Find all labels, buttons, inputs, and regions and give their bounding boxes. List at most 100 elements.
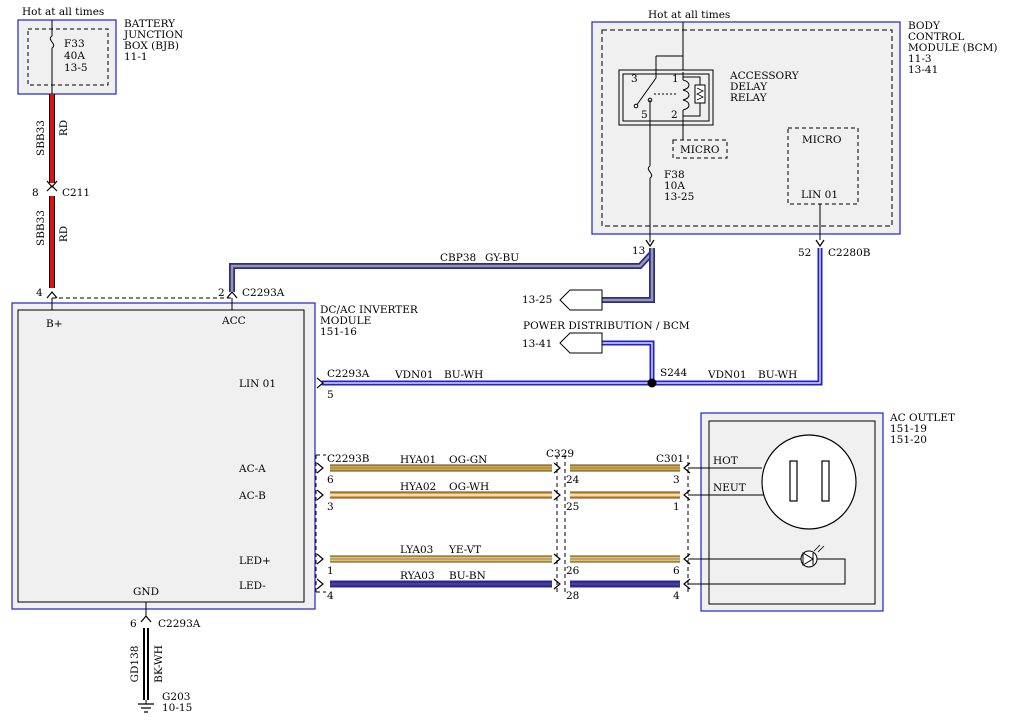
cbp38-circuit: CBP38 — [440, 252, 476, 264]
pin-ac-b: AC-B — [238, 490, 266, 502]
lin-connector-icon — [316, 377, 324, 389]
pin-gnd: GND — [133, 586, 159, 598]
bjb-title-1: BATTERY — [124, 18, 176, 30]
bjb-fuse-amp: 40A — [64, 50, 85, 62]
ground-ref: 10-15 — [162, 702, 192, 714]
relay-pin-1: 1 — [672, 73, 679, 85]
c2293a-b-plus-connector-icon — [46, 291, 58, 299]
relay-title-1: ACCESSORY — [729, 70, 800, 82]
inverter-title-1: DC/AC INVERTER — [320, 304, 419, 316]
wire-cbp38: CBP38 GY-BU 13-25 — [229, 248, 655, 311]
bcm-ref-1: 11-3 — [908, 53, 932, 65]
ground-pin: 6 — [130, 618, 137, 630]
bjb-title-2: JUNCTION — [123, 29, 183, 41]
outlet-slot-hot-icon — [789, 460, 798, 502]
bcm-title-2: CONTROL — [908, 31, 964, 43]
ref-1325: 13-25 — [522, 294, 552, 306]
vdn01-b-circuit: VDN01 — [707, 369, 747, 381]
ground-circuit: 6 C2293A GD138 BK-WH G203 10-15 — [129, 602, 201, 714]
ledp-pin-mid: 26 — [566, 565, 580, 577]
bcm-outer-box — [591, 21, 901, 235]
ledp-pin-left: 1 — [327, 565, 334, 577]
pin-acc: ACC — [221, 315, 246, 327]
lin-connector: C2293A — [327, 368, 370, 380]
battery-junction-box: Hot at all times F33 40A 13-5 BATTERY JU… — [17, 6, 183, 95]
outlet-hot: HOT — [713, 455, 738, 467]
acc-pin-num: 2 — [218, 287, 225, 299]
c2293a-b-plus-pin: 4 — [36, 287, 43, 299]
outlet-receptacle-icon — [761, 434, 857, 530]
relay-pin-2: 2 — [671, 109, 678, 121]
bjb-fuse-id: F33 — [64, 38, 85, 50]
bcm-title-3: MODULE (BCM) — [908, 42, 998, 54]
inverter-title-2: MODULE — [320, 315, 371, 327]
lya03-color: YE-VT — [448, 544, 481, 556]
fuse-f38-icon — [647, 165, 653, 179]
bcm-pin-13: 13 — [632, 245, 645, 257]
bcm-pin52-connector-icon — [815, 239, 825, 248]
s244-label: S244 — [660, 367, 688, 379]
rya03-circuit: RYA03 — [400, 570, 435, 582]
c329-connector-icons — [553, 462, 561, 590]
ac-outlet: AC OUTLET 151-19 151-20 HOT NEUT — [688, 412, 955, 612]
pin-led-minus: LED- — [239, 580, 266, 592]
bjb-fuse-ref: 13-5 — [64, 62, 88, 74]
aca-pin-left: 6 — [327, 474, 334, 486]
bcm-fuse-ref: 13-25 — [664, 191, 694, 203]
ref-1341-arrow-icon — [559, 332, 603, 354]
ground-connector: C2293A — [158, 618, 201, 630]
s244-splice-icon — [647, 378, 657, 388]
pin-ac-a: AC-A — [238, 463, 266, 475]
micro-1: MICRO — [680, 144, 720, 156]
micro-box-2 — [787, 127, 859, 205]
ref-1341: 13-41 — [522, 338, 552, 350]
c2293b-label: C2293B — [327, 453, 370, 465]
ground-color: BK-WH — [153, 645, 165, 683]
acc-connector: C2293A — [242, 287, 285, 299]
outlet-ref-1: 151-19 — [890, 423, 927, 435]
pin-led-plus: LED+ — [239, 555, 271, 567]
ledm-pin-mid: 28 — [566, 590, 579, 602]
ledm-pin-left: 4 — [327, 590, 334, 602]
ledm-pin-right: 4 — [673, 590, 680, 602]
sbb33-color-bottom: RD — [58, 226, 70, 242]
bjb-hot-label: Hot at all times — [22, 6, 104, 18]
bjb-box — [17, 19, 117, 95]
c329-label: C329 — [546, 448, 574, 460]
dc-ac-inverter-module: B+ ACC LIN 01 AC-A AC-B LED+ LED- GND DC… — [11, 287, 419, 610]
vdn01-a-circuit: VDN01 — [394, 369, 434, 381]
inverter-inner-box — [17, 309, 305, 603]
c301-label: C301 — [656, 453, 684, 465]
vdn01-a-color: BU-WH — [444, 369, 483, 381]
ground-circuit-id: GD138 — [129, 646, 141, 683]
bcm-fuse-id: F38 — [664, 169, 685, 181]
relay-pin-5: 5 — [641, 109, 648, 121]
lya03-circuit: LYA03 — [400, 544, 433, 556]
relay-pin-3: 3 — [631, 73, 638, 85]
bcm-hot-label: Hot at all times — [648, 9, 730, 21]
outlet-slot-neutral-icon — [821, 460, 830, 502]
bcm-fuse-amp: 10A — [664, 180, 685, 192]
ref-1325-arrow-icon — [559, 289, 603, 311]
bcm-ref-2: 13-41 — [908, 64, 938, 76]
inverter-ref: 151-16 — [320, 326, 357, 338]
c2293b-connector-icons — [316, 462, 324, 590]
hya01-circuit: HYA01 — [400, 454, 436, 466]
micro-2: MICRO — [802, 134, 842, 146]
power-distribution-label: POWER DISTRIBUTION / BCM — [523, 320, 690, 332]
wire-vdn01: S244 POWER DISTRIBUTION / BCM 13-41 C229… — [316, 248, 823, 401]
vdn01-b-color: BU-WH — [758, 369, 797, 381]
micro-box-1 — [672, 139, 728, 159]
bcm-pin-52: 52 — [798, 247, 811, 259]
ledp-pin-right: 6 — [673, 565, 680, 577]
body-control-module: Hot at all times BODY CONTROL MODULE (BC… — [591, 9, 998, 259]
ac-harness: C2293B C329 C301 HYA01 OG-GN HYA02 OG-WH… — [315, 448, 691, 602]
hya02-circuit: HYA02 — [400, 481, 436, 493]
ground-name: G203 — [162, 691, 190, 703]
sbb33-circuit-top: SBB33 — [35, 120, 47, 156]
acb-pin-right: 1 — [673, 501, 680, 513]
bcm-lin-label: LIN 01 — [801, 189, 838, 201]
wire-sbb33: SBB33 RD 8 C211 SBB33 RD 4 — [32, 94, 90, 299]
pin-lin-01: LIN 01 — [239, 378, 276, 390]
